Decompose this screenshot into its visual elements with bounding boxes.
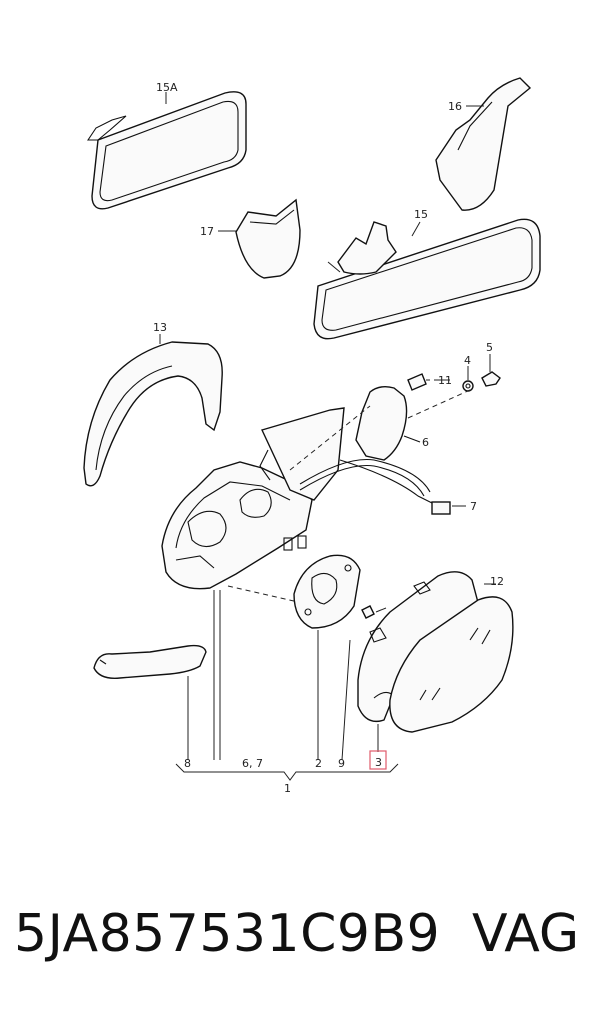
callout-17: 17 <box>200 225 214 238</box>
callout-15: 15 <box>414 208 428 221</box>
brand-caption: VAG <box>472 904 580 964</box>
part-number-caption: 5JA857531C9B9 <box>14 904 441 964</box>
bottom-label-2: 2 <box>315 757 322 770</box>
callout-6: 6 <box>422 436 429 449</box>
callout-12: 12 <box>490 575 504 588</box>
part-mirror-housing <box>161 407 431 590</box>
callout-4: 4 <box>464 354 471 367</box>
part-7-connector <box>339 459 466 515</box>
callout-7: 7 <box>470 500 477 513</box>
part-3-mirror-glass <box>389 596 514 733</box>
part-17-small-cover <box>218 198 301 279</box>
bottom-label-8: 8 <box>184 757 191 770</box>
part-15a-interior-mirror <box>86 91 247 210</box>
part-11-screw <box>407 373 450 391</box>
exploded-mirror-diagram: 15A 16 17 15 13 4 5 11 6 7 12 8 6, 7 2 9… <box>83 77 541 795</box>
part-16-mount-cover <box>435 77 532 211</box>
part-9-screw <box>361 605 387 619</box>
part-15-interior-mirror-bracket <box>313 218 541 340</box>
bottom-label-6-7: 6, 7 <box>242 757 263 770</box>
leader-lines <box>175 590 399 781</box>
callout-11: 11 <box>438 374 452 387</box>
part-2-adjust-motor <box>227 405 371 629</box>
bottom-label-3: 3 <box>375 756 382 769</box>
bottom-label-9: 9 <box>338 757 345 770</box>
callout-5: 5 <box>486 341 493 354</box>
part-13-mirror-cap <box>83 334 223 487</box>
part-4-washer <box>462 366 474 392</box>
part-8-turn-signal-strip <box>93 644 207 679</box>
callout-15a: 15A <box>156 81 178 94</box>
bottom-label-1: 1 <box>284 782 291 795</box>
part-5-clip <box>481 354 501 387</box>
highlight-box-3 <box>369 750 387 770</box>
callout-13: 13 <box>153 321 167 334</box>
callout-16: 16 <box>448 100 462 113</box>
part-6-heating-pad <box>355 385 471 461</box>
